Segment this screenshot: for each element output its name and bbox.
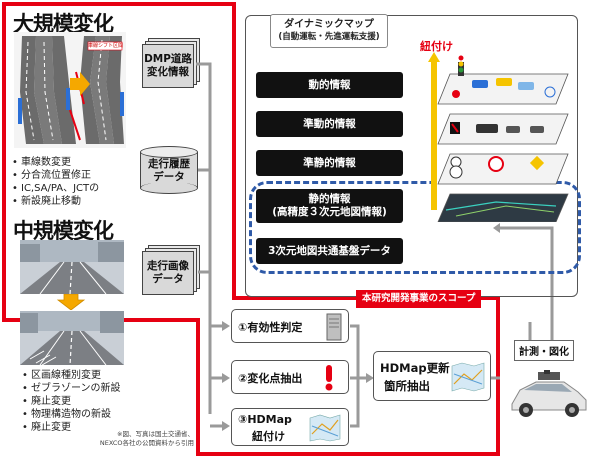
validity-check-label: ①有効性判定 xyxy=(238,321,303,334)
image-doc-line2: データ xyxy=(152,273,184,285)
source-note-line2: NEXCO各社の公開資料から引用 xyxy=(99,439,194,447)
map-layers-illustration xyxy=(437,55,569,222)
hdmap-update-label-line2: 箇所抽出 xyxy=(384,379,430,393)
scope-outline-inner-left xyxy=(196,318,200,456)
change-arrow-down xyxy=(56,294,86,310)
static-info-layer: 静的情報 (高精度３次元地図情報) xyxy=(256,189,403,223)
map-icon xyxy=(309,414,341,442)
hdmap-tie-label-line1: ③HDMap xyxy=(238,413,292,426)
change-point-extract-label: ②変化点抽出 xyxy=(238,372,303,385)
dmp-doc-line2: 変化情報 xyxy=(147,66,189,78)
server-icon xyxy=(326,313,342,341)
medium-bullet-1: 区画線種別変更 xyxy=(22,369,152,382)
source-note-line1: ※図、写真は国土交通省、 xyxy=(117,430,194,438)
tie-arrow-icon xyxy=(428,52,440,210)
dynamic-map-title-line2: (自動運転・先進運転支援) xyxy=(278,32,380,42)
static-info-line1: 静的情報 xyxy=(308,193,351,205)
large-bullet-4: 新設廃止移動 xyxy=(12,195,132,208)
static-info-line2: (高精度３次元地図情報) xyxy=(272,206,387,218)
road-diagram xyxy=(14,32,126,148)
map-icon xyxy=(451,362,485,392)
scope-outline-top-left xyxy=(2,2,236,6)
road-photo-top xyxy=(20,240,124,294)
scope-label: 本研究開発事業のスコープ xyxy=(356,290,482,308)
dynamic-map-title-line1: ダイナミックマップ xyxy=(284,19,374,30)
medium-bullet-3: 廃止変更 xyxy=(22,395,152,408)
large-change-bullets: 車線数変更 分合流位置修正 IC,SA/PA、JCTの 新設廃止移動 xyxy=(12,156,132,208)
large-bullet-2: 分合流位置修正 xyxy=(12,169,132,182)
exclamation-icon xyxy=(325,365,333,391)
change-point-extract-box: ②変化点抽出 xyxy=(231,360,349,394)
hdmap-tie-label-line2: 紐付け xyxy=(252,430,285,443)
driving-history-database-icon: 走行履歴 データ xyxy=(140,146,198,194)
dynamic-map-title: ダイナミックマップ (自動運転・先進運転支援) xyxy=(270,14,388,48)
medium-change-bullets: 区画線種別変更 ゼブラゾーンの新設 廃止変更 物理構造物の新設 廃止変更 xyxy=(22,369,152,434)
semi-dynamic-info-layer: 準動的情報 xyxy=(256,111,403,137)
medium-bullet-2: ゼブラゾーンの新設 xyxy=(22,382,152,395)
hdmap-tie-box: ③HDMap 紐付け xyxy=(231,408,349,446)
dynamic-info-layer: 動的情報 xyxy=(256,72,403,98)
survey-car-image xyxy=(511,370,587,417)
medium-bullet-5: 廃止変更 xyxy=(22,421,152,434)
medium-change-heading: 中規模変化 xyxy=(13,219,114,243)
large-bullet-1: 車線数変更 xyxy=(12,156,132,169)
history-line1: 走行履歴 xyxy=(148,158,190,170)
tie-label: 紐付け xyxy=(420,40,453,53)
image-doc-line1: 走行画像 xyxy=(147,260,189,272)
validity-check-box: ①有効性判定 xyxy=(231,309,349,343)
measure-label: 計測・図化 xyxy=(514,340,574,361)
scope-outline-right-upper xyxy=(232,2,236,298)
static-layer-highlight xyxy=(249,181,581,274)
semi-static-info-layer: 準静的情報 xyxy=(256,150,403,176)
base-map-layer: 3次元地図共通基盤データ xyxy=(256,238,403,264)
dmp-doc-line1: DMP道路 xyxy=(144,53,192,65)
large-bullet-3: IC,SA/PA、JCTの xyxy=(12,182,132,195)
medium-bullet-4: 物理構造物の新設 xyxy=(22,408,152,421)
road-photo-bottom xyxy=(20,311,124,365)
lane-shift-label: 車線シフト区間 xyxy=(88,43,124,49)
scope-outline-right xyxy=(496,296,500,456)
hdmap-update-label-line1: HDMap更新 xyxy=(380,361,450,375)
hdmap-update-extract-box: HDMap更新 箇所抽出 xyxy=(373,351,491,401)
scope-outline-left xyxy=(2,2,6,322)
history-line2: データ xyxy=(153,171,185,183)
scope-outline-bottom xyxy=(196,452,500,456)
